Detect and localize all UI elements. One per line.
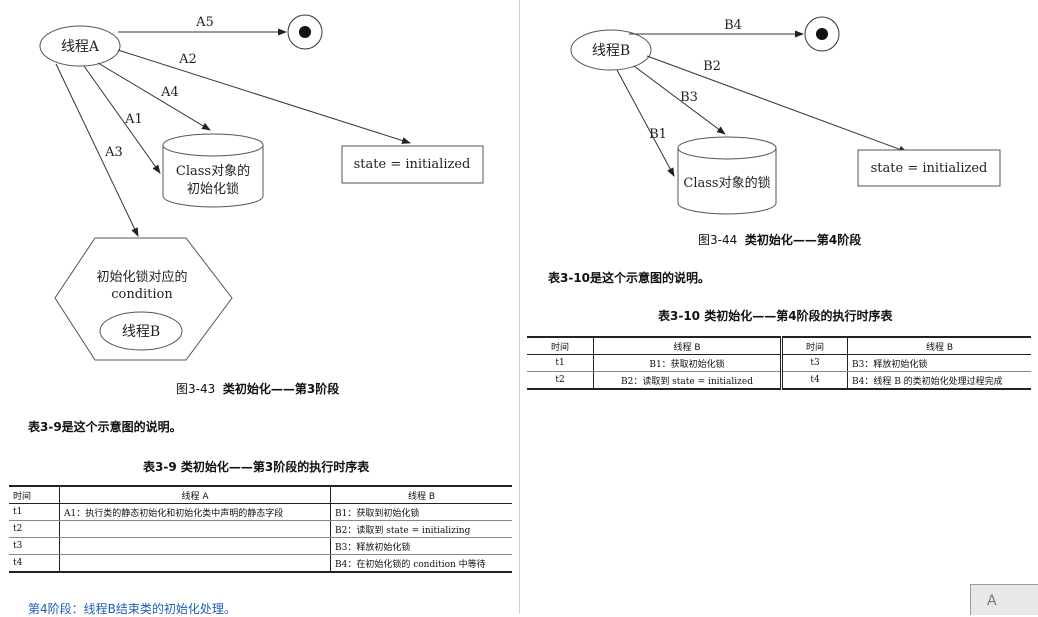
arrow-b3-label: B3: [680, 90, 698, 105]
figure-3-44-title: 类初始化——第4阶段: [744, 233, 862, 247]
arrow-a4-label: A4: [160, 85, 179, 100]
table-3-9: 时间 线程 A 线程 B t1 A1：执行类的静态初始化和初始化类中声明的静态字…: [9, 485, 512, 573]
arrow-a2-label: A2: [178, 52, 197, 67]
arrow-a5-label: A5: [195, 15, 214, 30]
state-box-label: state = initialized: [354, 157, 471, 172]
table-cell: B2：读取到 state = initialized: [593, 371, 782, 390]
table-cell: t4: [9, 554, 60, 573]
figure-3-44-caption: 图3-44 类初始化——第4阶段: [698, 231, 861, 248]
table-3-10: 时间 线程 B 时间 线程 B t1 B1：获取初始化锁 t3 B3：释放初始化…: [527, 336, 1031, 390]
table-cell: A1：执行类的静态初始化和初始化类中声明的静态字段: [59, 503, 331, 521]
table-cell: t1: [527, 354, 594, 372]
table-cell: t3: [780, 354, 848, 372]
class-object-lock-node: [677, 136, 777, 215]
lock-label-line1: Class对象的: [176, 163, 250, 179]
table-header-thread-b: 线程 B: [330, 485, 512, 504]
table-header-thread-b-2: 线程 B: [847, 336, 1031, 355]
stage-4-heading: 第4阶段：线程B结束类的初始化处理。: [28, 602, 236, 616]
input-method-icon: A: [987, 593, 997, 609]
input-method-widget[interactable]: A: [970, 584, 1038, 615]
thread-b-node: [570, 29, 652, 71]
table-cell: B1：获取初始化锁: [593, 354, 782, 372]
state-box-label: state = initialized: [871, 161, 988, 176]
arrow-b2-label: B2: [703, 59, 721, 74]
table-cell: [59, 537, 331, 555]
table-3-9-caption: 表3-9 类初始化——第3阶段的执行时序表: [143, 460, 370, 474]
thread-a-node: [39, 25, 121, 67]
arrow-b1-label: B1: [649, 127, 667, 142]
table-3-10-intro: 表3-10是这个示意图的说明。: [548, 271, 711, 285]
table-cell: t4: [780, 371, 848, 390]
table-cell: B2：读取到 state = initializing: [330, 520, 512, 538]
table-cell: t2: [9, 520, 60, 538]
table-cell: t2: [527, 371, 594, 390]
figure-3-43-caption: 图3-43 类初始化——第3阶段: [176, 380, 339, 397]
figure-3-43-number: 图3-43: [176, 382, 216, 396]
thread-b-waiting-label: 线程B: [122, 324, 160, 340]
figure-3-43-diagram: 线程A A5 A2 state = initialized A4 A1 Clas…: [39, 14, 484, 361]
condition-node: [54, 237, 233, 361]
figure-3-43-title: 类初始化——第3阶段: [222, 382, 340, 396]
table-row: t2 B2：读取到 state = initialized t4 B4：线程 B…: [527, 371, 1031, 390]
table-row: t4 B4：在初始化锁的 condition 中等待: [9, 554, 512, 573]
table-3-10-caption: 表3-10 类初始化——第4阶段的执行时序表: [658, 309, 893, 323]
lock-label-line2: 初始化锁: [187, 181, 239, 197]
table-cell: [59, 554, 331, 573]
condition-label-line1: 初始化锁对应的: [96, 269, 187, 285]
table-3-9-intro: 表3-9是这个示意图的说明。: [28, 420, 182, 434]
figure-3-44-diagram: 线程B B4 B2 state = initialized B3 B1 Clas…: [570, 16, 1001, 215]
state-box: [341, 145, 484, 184]
table-cell: B1：获取到初始化锁: [330, 503, 512, 521]
table-header-thread-b: 线程 B: [593, 336, 782, 355]
table-cell: B4：线程 B 的类初始化处理过程完成: [847, 371, 1031, 390]
table-cell: B4：在初始化锁的 condition 中等待: [330, 554, 512, 573]
class-init-lock-node: [162, 133, 264, 208]
figure-3-44-number: 图3-44: [698, 233, 738, 247]
arrow-b4-label: B4: [724, 18, 742, 33]
arrow-a3-label: A3: [104, 145, 123, 160]
table-cell: B3：释放初始化锁: [330, 537, 512, 555]
table-cell: [59, 520, 331, 538]
thread-b-label: 线程B: [592, 43, 630, 59]
table-row: t1 B1：获取初始化锁 t3 B3：释放初始化锁: [527, 354, 1031, 372]
table-row: t3 B3：释放初始化锁: [9, 537, 512, 555]
table-cell: t1: [9, 503, 60, 521]
table-header-thread-a: 线程 A: [59, 485, 331, 504]
table-row: t1 A1：执行类的静态初始化和初始化类中声明的静态字段 B1：获取到初始化锁: [9, 503, 512, 521]
lock-label: Class对象的锁: [683, 175, 770, 191]
thread-b-waiting-node: [99, 311, 183, 351]
table-cell: t3: [9, 537, 60, 555]
arrow-a1-label: A1: [124, 112, 143, 127]
condition-label-line2: condition: [111, 287, 173, 302]
table-row: t2 B2：读取到 state = initializing: [9, 520, 512, 538]
page-divider: [519, 0, 520, 614]
state-box: [857, 149, 1001, 187]
table-header-time: 时间: [527, 336, 594, 355]
table-header-time-2: 时间: [780, 336, 848, 355]
thread-a-label: 线程A: [61, 39, 100, 55]
table-header-time: 时间: [9, 485, 60, 504]
table-cell: B3：释放初始化锁: [847, 354, 1031, 372]
